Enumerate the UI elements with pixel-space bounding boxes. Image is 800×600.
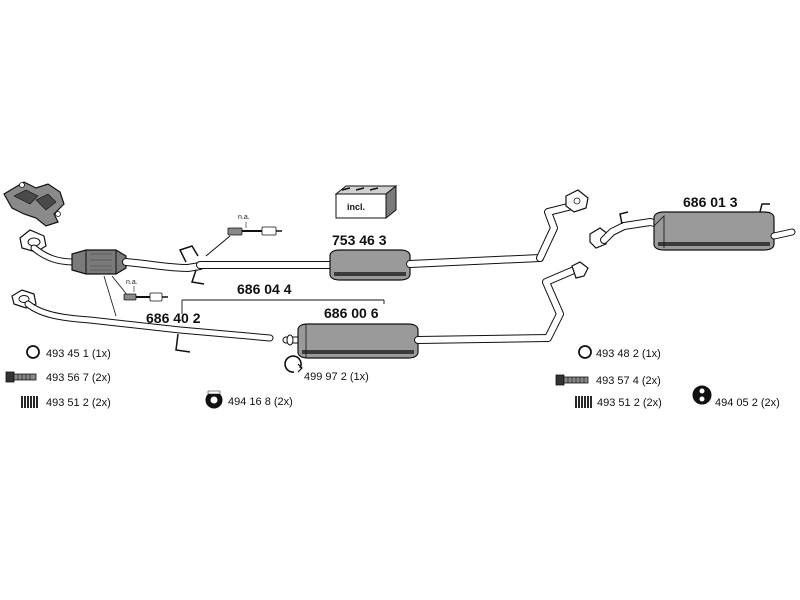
legend-left: 493 45 1 (1x) 493 56 7 (2x) 493 51 2 (2x… bbox=[5, 345, 111, 409]
legend-row: 494 16 8 (2x) bbox=[205, 390, 293, 409]
legend-middle: 499 97 2 (1x) 494 16 8 (2x) bbox=[205, 355, 369, 409]
rubber-mount-icon bbox=[205, 390, 223, 409]
legend-text: 493 48 2 (1x) bbox=[596, 348, 661, 360]
legend-row: 493 57 4 (2x) bbox=[555, 374, 661, 387]
center-pipe-753463 bbox=[196, 189, 589, 281]
mounting-kit-box: incl. bbox=[334, 184, 398, 220]
middle-muffler-686006 bbox=[282, 261, 589, 359]
spring-icon bbox=[21, 396, 38, 408]
part-number-686402: 686 40 2 bbox=[146, 310, 201, 326]
set-bracket-686044 bbox=[181, 299, 385, 314]
part-number-686044: 686 04 4 bbox=[237, 281, 292, 297]
leader-lines bbox=[103, 275, 129, 317]
gasket-ring-icon bbox=[578, 345, 592, 359]
part-number-753463: 753 46 3 bbox=[332, 232, 387, 248]
legend-text: 493 51 2 (2x) bbox=[46, 397, 111, 409]
rubber-mount-icon bbox=[692, 385, 712, 405]
legend-right: 493 48 2 (1x) 493 57 4 (2x) 493 51 2 (2x… bbox=[555, 345, 780, 409]
front-pipe-with-catalyst bbox=[30, 244, 205, 285]
legend-row: 493 56 7 (2x) bbox=[5, 371, 111, 384]
oxygen-sensor-upper: n.a. bbox=[205, 214, 282, 257]
clamp-ring-icon bbox=[284, 355, 303, 373]
kit-box-label: incl. bbox=[347, 202, 365, 212]
legend-text: 494 16 8 (2x) bbox=[228, 396, 293, 408]
legend-text: 493 56 7 (2x) bbox=[46, 372, 111, 384]
legend-text: 493 57 4 (2x) bbox=[596, 375, 661, 387]
legend-text: 493 51 2 (2x) bbox=[597, 397, 662, 409]
sensor-note-lower: n.a. bbox=[126, 279, 138, 286]
legend-text: 499 97 2 (1x) bbox=[304, 371, 369, 383]
legend-text: 494 05 2 (2x) bbox=[715, 397, 780, 409]
bolt-icon bbox=[555, 374, 589, 386]
part-number-686006: 686 00 6 bbox=[324, 305, 379, 321]
gasket-ring-icon bbox=[26, 345, 40, 359]
legend-row: 493 48 2 (1x) bbox=[578, 345, 661, 360]
front-pipe-686402 bbox=[11, 289, 274, 353]
oxygen-sensor-lower: n.a. bbox=[123, 279, 168, 302]
legend-row: 493 51 2 (2x) bbox=[575, 396, 662, 409]
legend-row: 494 05 2 (2x) bbox=[692, 385, 780, 409]
bolt-icon bbox=[5, 371, 37, 383]
legend-row: 493 51 2 (2x) bbox=[21, 396, 111, 409]
exhaust-manifold bbox=[3, 181, 65, 227]
legend-row: 493 45 1 (1x) bbox=[26, 345, 111, 360]
legend-row: 499 97 2 (1x) bbox=[284, 355, 369, 383]
spring-icon bbox=[575, 396, 592, 408]
part-number-686013: 686 01 3 bbox=[683, 194, 738, 210]
sensor-note-upper: n.a. bbox=[238, 214, 250, 221]
rear-muffler-686013 bbox=[589, 203, 796, 251]
legend-text: 493 45 1 (1x) bbox=[46, 348, 111, 360]
